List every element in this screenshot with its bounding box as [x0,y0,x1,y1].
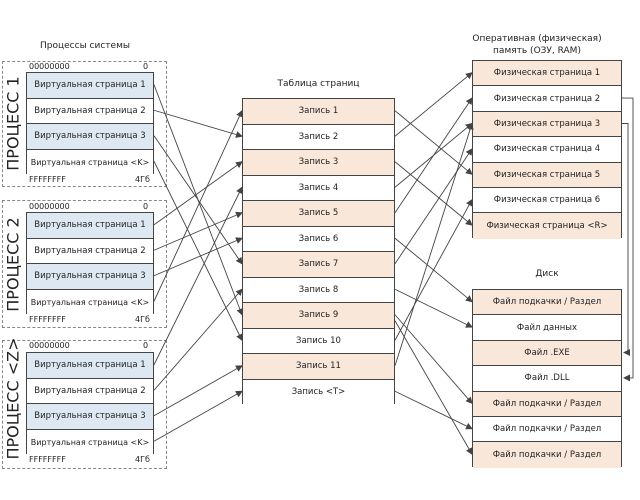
virtual-to-table-arrow [153,288,243,391]
page-table-entry[interactable]: Запись 11 [243,354,394,380]
ram-to-dll-connector [622,97,634,382]
table-to-memory-arrow [394,161,473,226]
processes-title: Процессы системы [40,41,130,51]
virtual-page[interactable]: Виртуальная страница 3 [27,264,153,290]
process-2-addr-start-right: 0 [143,202,149,211]
virtual-to-table-arrow [153,211,243,251]
disk-items: Файл подкачки / Раздел Файл данных Файл … [472,289,622,468]
page-table-entry[interactable]: Запись 8 [243,277,394,303]
disk-item[interactable]: Файл данных [473,315,621,341]
process-1-addr-start: 00000000 [29,62,70,71]
page-table-entry[interactable]: Запись 6 [243,226,394,252]
table-to-memory-arrow [394,390,473,430]
virtual-to-table-arrow [153,84,244,316]
table-to-memory-arrow [394,320,473,455]
page-table-entry[interactable]: Запись 10 [243,328,394,354]
virtual-to-table-arrow [153,135,243,265]
table-to-memory-arrow [394,110,473,175]
virtual-page[interactable]: Виртуальная страница 2 [27,378,153,404]
physical-page[interactable]: Физическая страница 6 [473,187,621,214]
process-1-addr-start-right: 0 [143,62,149,71]
page-table: Запись 1 Запись 2 Запись 3 Запись 4 Запи… [242,98,395,405]
page-table-entry[interactable]: Запись 4 [243,175,394,201]
table-to-memory-arrow [394,122,474,366]
physical-page[interactable]: Физическая страница 2 [473,86,621,112]
disk-item[interactable]: Файл подкачки / Раздел [473,290,621,316]
table-to-memory-arrow [394,122,473,188]
process-2-pages: Виртуальная страница 1 Виртуальная стран… [26,212,154,315]
virtual-to-table-arrow [153,186,243,365]
page-table-entry[interactable]: Запись 1 [243,99,394,125]
page-table-entry[interactable]: Запись 3 [243,150,394,176]
page-table-entry[interactable]: Запись <T> [243,379,394,405]
ram-to-exe-connector [622,123,630,356]
physical-page[interactable]: Физическая страница 1 [473,61,621,87]
disk-item[interactable]: Файл подкачки / Раздел [473,391,621,417]
virtual-page[interactable]: Виртуальная страница 3 [27,404,153,430]
disk-item[interactable]: Файл .EXE [473,340,621,367]
process-2-addr-end: FFFFFFFF [29,315,66,324]
virtual-to-table-arrow [153,109,243,138]
disk-item[interactable]: Файл подкачки / Раздел [473,442,621,468]
table-to-memory-arrow [394,314,473,405]
table-to-memory-arrow [394,72,473,137]
ram-title-line2: память (ОЗУ, RAM) [493,46,581,56]
disk-item[interactable]: Файл подкачки / Раздел [473,416,621,443]
physical-page[interactable]: Физическая страница 5 [473,162,621,188]
table-to-memory-arrow [394,198,473,341]
table-to-memory-arrow [394,237,473,303]
process-1-pages: Виртуальная страница 1 Виртуальная стран… [26,72,154,175]
process-z-addr-end-right: 4Гб [135,455,150,464]
virtual-page[interactable]: Виртуальная страница 2 [27,98,153,124]
disk-title: Диск [535,269,559,279]
virtual-page[interactable]: Виртуальная страница 1 [27,73,153,99]
process-z-pages: Виртуальная страница 1 Виртуальная стран… [26,352,154,455]
virtual-page[interactable]: Виртуальная страница <K> [27,289,153,315]
page-table-entry[interactable]: Запись 5 [243,201,394,227]
ram-pages: Физическая страница 1 Физическая страниц… [472,60,622,239]
physical-page[interactable]: Физическая страница 3 [473,111,621,138]
virtual-page[interactable]: Виртуальная страница <K> [27,149,153,175]
virtual-page[interactable]: Виртуальная страница 2 [27,238,153,264]
virtual-to-table-arrow [153,109,243,302]
process-z-label: ПРОЦЕСС <Z> [3,337,23,460]
process-1-addr-end: FFFFFFFF [29,175,66,184]
virtual-page[interactable]: Виртуальная страница <K> [27,429,153,455]
virtual-to-table-arrow [153,161,243,342]
virtual-page[interactable]: Виртуальная страница 1 [27,353,153,379]
process-1-addr-end-right: 4Гб [135,175,150,184]
virtual-page[interactable]: Виртуальная страница 1 [27,213,153,239]
ram-title-line1: Оперативная (физическая) [472,34,602,44]
process-z-addr-start-right: 0 [143,341,149,350]
virtual-page[interactable]: Виртуальная страница 3 [27,124,153,150]
process-2-addr-end-right: 4Гб [135,315,150,324]
physical-page[interactable]: Физическая страница 4 [473,137,621,163]
page-table-entry[interactable]: Запись 2 [243,124,394,150]
process-2-addr-start: 00000000 [29,202,70,211]
process-z-addr-start: 00000000 [29,341,70,350]
table-to-memory-arrow [394,288,473,328]
virtual-to-table-arrow [153,365,243,417]
page-table-title: Таблица страниц [277,79,360,89]
page-table-entry[interactable]: Запись 7 [243,252,394,278]
virtual-to-table-arrow [153,390,243,442]
virtual-to-table-arrow [153,161,243,226]
table-to-memory-arrow [394,97,473,214]
disk-item[interactable]: Файл .DLL [473,366,621,392]
process-2-label: ПРОЦЕСС 2 [3,217,23,312]
process-z-addr-end: FFFFFFFF [29,455,66,464]
physical-page[interactable]: Физическая страница <R> [473,213,621,239]
virtual-to-table-arrow [153,237,243,277]
process-1-label: ПРОЦЕСС 1 [3,76,23,171]
table-to-memory-arrow [394,148,473,265]
page-table-entry[interactable]: Запись 9 [243,303,394,329]
